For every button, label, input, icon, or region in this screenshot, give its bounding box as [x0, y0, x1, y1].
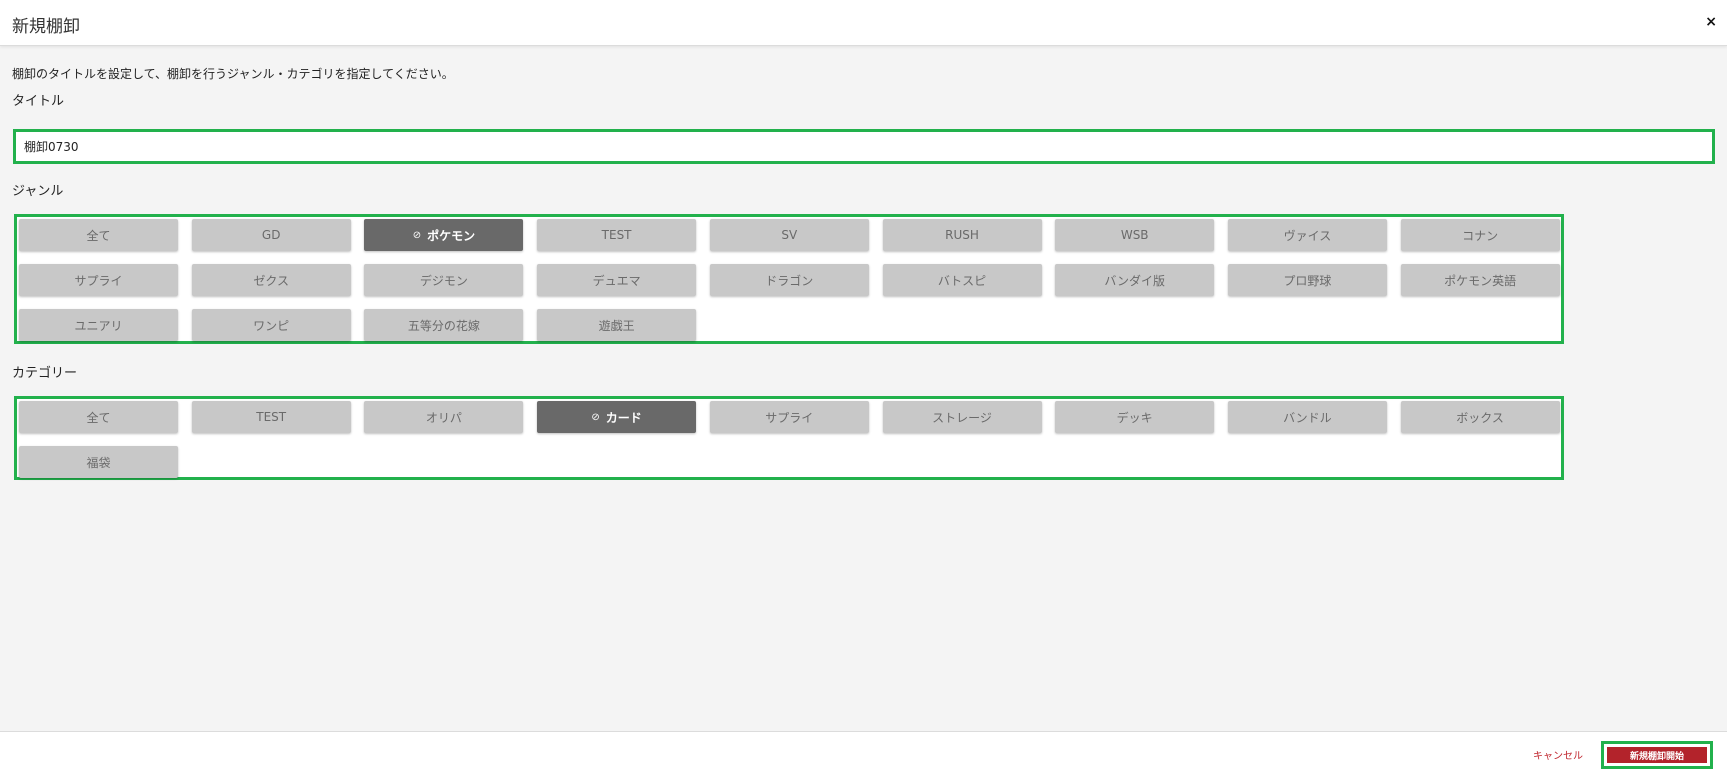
category-chip-label: オリパ — [425, 410, 462, 425]
category-chip-label: デッキ — [1116, 410, 1153, 425]
instruction-text: 棚卸のタイトルを設定して、棚卸を行うジャンル・カテゴリを指定してください。 — [12, 67, 454, 81]
category-chip[interactable]: ストレージ — [882, 401, 1042, 433]
genre-chip-label: ポケモン — [427, 228, 476, 243]
check-icon: ⊘ — [412, 229, 422, 241]
genre-chip[interactable]: デジモン — [364, 264, 524, 296]
category-chip[interactable]: 全て — [19, 401, 178, 433]
genre-chip[interactable]: ポケモン英語 — [1400, 264, 1560, 296]
genre-chip-label: 遊戯王 — [598, 318, 635, 333]
category-chip-label: TEST — [256, 410, 287, 424]
category-chip-label: バンドル — [1283, 410, 1332, 425]
genre-chip-label: デュエマ — [592, 273, 641, 288]
genre-chip[interactable]: WSB — [1055, 219, 1215, 251]
category-chip[interactable]: ボックス — [1400, 401, 1560, 433]
genre-chip[interactable]: バトスピ — [882, 264, 1042, 296]
category-chip[interactable]: ⊘ カード — [537, 401, 697, 433]
modal-footer: キャンセル 新規棚卸開始 — [0, 731, 1727, 774]
title-label: タイトル — [12, 94, 65, 109]
category-chip[interactable]: オリパ — [364, 401, 524, 433]
genre-chip[interactable]: ⊘ ポケモン — [364, 219, 524, 251]
genre-chip-label: バトスピ — [937, 273, 987, 288]
genre-chip[interactable]: サプライ — [19, 264, 178, 296]
genre-chip-label: ドラゴン — [765, 273, 814, 288]
category-chip-label: 全て — [86, 410, 111, 425]
genre-chip[interactable]: デュエマ — [537, 264, 697, 296]
category-label: カテゴリー — [12, 366, 78, 381]
genre-chip[interactable]: コナン — [1400, 219, 1560, 251]
category-chip[interactable]: 福袋 — [19, 446, 178, 478]
genre-chip-label: デジモン — [419, 273, 468, 288]
start-button-wrapper: 新規棚卸開始 — [1601, 741, 1713, 769]
title-input[interactable] — [16, 132, 1712, 161]
category-chip[interactable]: サプライ — [709, 401, 869, 433]
genre-chip[interactable]: ワンピ — [191, 309, 351, 341]
genre-label: ジャンル — [12, 184, 64, 199]
genre-chip[interactable]: GD — [191, 219, 351, 251]
modal-title: 新規棚卸 — [12, 17, 80, 37]
cancel-button[interactable]: キャンセル — [1533, 751, 1583, 762]
category-chip-label: ボックス — [1456, 410, 1504, 425]
genre-chip-label: 全て — [86, 228, 111, 243]
genre-chip[interactable]: ゼクス — [191, 264, 351, 296]
genre-chip-label: プロ野球 — [1283, 273, 1332, 288]
genre-chip[interactable]: プロ野球 — [1227, 264, 1387, 296]
genre-chip-label: TEST — [601, 228, 632, 242]
genre-chip-label: ユニアリ — [74, 318, 123, 333]
genre-chip-label: ヴァイス — [1283, 228, 1332, 243]
genre-chip[interactable]: 全て — [19, 219, 178, 251]
genre-chip-label: ワンピ — [253, 318, 290, 333]
category-chip[interactable]: TEST — [191, 401, 351, 433]
title-input-wrapper — [13, 129, 1715, 164]
category-chip-label: サプライ — [765, 410, 814, 425]
category-chip[interactable]: デッキ — [1055, 401, 1215, 433]
genre-chip[interactable]: ヴァイス — [1227, 219, 1387, 251]
category-chip-label: 福袋 — [86, 455, 111, 470]
modal-header: 新規棚卸 × — [0, 0, 1727, 46]
genre-chip-label: ゼクス — [253, 273, 289, 288]
category-chip-label: カード — [605, 410, 642, 425]
category-chip[interactable]: バンドル — [1227, 401, 1387, 433]
genre-chip-label: GD — [261, 228, 281, 242]
genre-chip-label: バンダイ版 — [1104, 273, 1165, 288]
close-icon[interactable]: × — [1705, 14, 1717, 30]
category-chip-group: 全て TEST オリパ ⊘ カード サプライ ストレージ デッキ バンドル ボックス福袋 — [14, 396, 1564, 480]
genre-chip-label: WSB — [1120, 228, 1149, 242]
genre-chip[interactable]: 五等分の花嫁 — [364, 309, 524, 341]
category-chip-label: ストレージ — [932, 410, 992, 425]
genre-chip[interactable]: SV — [709, 219, 869, 251]
genre-chip-label: 五等分の花嫁 — [407, 318, 480, 333]
genre-chip-label: RUSH — [945, 228, 979, 242]
genre-chip-label: SV — [781, 228, 798, 242]
genre-chip-label: サプライ — [74, 273, 123, 288]
genre-chip-label: コナン — [1462, 228, 1499, 243]
genre-chip[interactable]: TEST — [537, 219, 697, 251]
genre-chip-label: ポケモン英語 — [1444, 273, 1517, 288]
start-inventory-button[interactable]: 新規棚卸開始 — [1607, 747, 1707, 763]
check-icon: ⊘ — [591, 411, 600, 423]
genre-chip[interactable]: ドラゴン — [709, 264, 869, 296]
genre-chip[interactable]: 遊戯王 — [537, 309, 697, 341]
genre-chip[interactable]: バンダイ版 — [1055, 264, 1215, 296]
genre-chip-group: 全て GD ⊘ ポケモン TEST SV RUSH WSB ヴァイス コナンサプライ ゼクス デジモン… — [14, 214, 1564, 344]
genre-chip[interactable]: ユニアリ — [19, 309, 178, 341]
genre-chip[interactable]: RUSH — [882, 219, 1042, 251]
